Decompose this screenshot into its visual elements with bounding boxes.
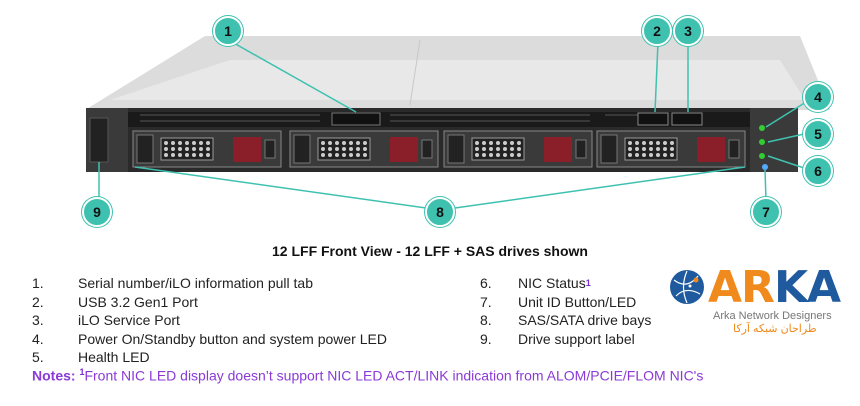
callout-4: 4 <box>803 82 833 112</box>
callout-9: 9 <box>82 197 112 227</box>
callout-5: 5 <box>803 119 833 149</box>
logo-persian: طراحان شبکه آرکا <box>733 323 817 335</box>
callout-6: 6 <box>803 156 833 186</box>
drive-release-latch <box>697 137 725 162</box>
drive-release-latch <box>390 137 418 162</box>
item-label: Power On/Standby button and system power… <box>78 330 387 347</box>
legend-item: 8. SAS/SATA drive bays <box>480 311 651 330</box>
item-label: USB 3.2 Gen1 Port <box>78 293 198 310</box>
callout-7: 7 <box>751 197 781 227</box>
notes-text: Front NIC LED display doesn’t support NI… <box>84 367 704 384</box>
logo-wordmark: ARKA <box>708 262 841 313</box>
footnote-marker: 1 <box>79 367 85 377</box>
item-number: 7. <box>480 293 492 310</box>
item-label: Unit ID Button/LED <box>518 293 637 310</box>
item-label: Serial number/iLO information pull tab <box>78 275 314 291</box>
globe-icon <box>670 270 704 304</box>
drive-label <box>600 134 618 164</box>
item-label: NIC Status <box>518 275 586 291</box>
callout-1: 1 <box>213 16 243 46</box>
diagram-title: 12 LFF Front View - 12 LFF + SAS drives … <box>272 243 588 259</box>
legend-item: 3. iLO Service Port <box>32 311 387 330</box>
usb-port <box>637 112 669 126</box>
notes-label: Notes: <box>32 367 76 384</box>
drive-support-label <box>89 117 109 163</box>
item-number: 2. <box>32 293 44 310</box>
ilo-port <box>671 112 703 126</box>
drive-label <box>447 134 465 164</box>
notes: Notes: 1Front NIC LED display doesn’t su… <box>32 367 703 384</box>
item-label: iLO Service Port <box>78 312 180 329</box>
item-number: 1. <box>32 275 44 291</box>
legend-item: 7. Unit ID Button/LED <box>480 293 651 312</box>
logo-ar: AR <box>708 262 775 313</box>
logo-subtitle: Arka Network Designers <box>713 310 832 322</box>
logo-ka: KA <box>773 262 841 313</box>
item-number: 4. <box>32 330 44 347</box>
arka-logo: ARKA Arka Network Designers طراحان شبکه … <box>668 262 848 335</box>
item-number: 5. <box>32 349 44 366</box>
drive-release-latch <box>544 137 572 162</box>
callout-8: 8 <box>425 197 455 227</box>
legend-left: 1. Serial number/iLO information pull tab… <box>32 274 387 367</box>
item-label: Drive support label <box>518 330 635 347</box>
item-number: 8. <box>480 312 492 329</box>
legend-item: 5. Health LED <box>32 348 387 367</box>
pull-tab <box>331 112 381 126</box>
legend-item: 4. Power On/Standby button and system pow… <box>32 330 387 349</box>
drive-release-latch <box>233 137 261 162</box>
item-number: 9. <box>480 330 492 347</box>
item-label: SAS/SATA drive bays <box>518 312 652 329</box>
drive-label <box>136 134 154 164</box>
legend-item: 2. USB 3.2 Gen1 Port <box>32 293 387 312</box>
server-illustration <box>85 36 830 209</box>
callout-3: 3 <box>673 16 703 46</box>
legend-item: 9. Drive support label <box>480 330 651 349</box>
legend-item: 1. Serial number/iLO information pull tab <box>32 274 387 293</box>
footnote-marker: 1 <box>585 278 591 288</box>
drive-label <box>293 134 311 164</box>
item-number: 3. <box>32 312 44 329</box>
item-label: Health LED <box>78 349 150 366</box>
callout-2: 2 <box>642 16 672 46</box>
item-number: 6. <box>480 275 492 291</box>
